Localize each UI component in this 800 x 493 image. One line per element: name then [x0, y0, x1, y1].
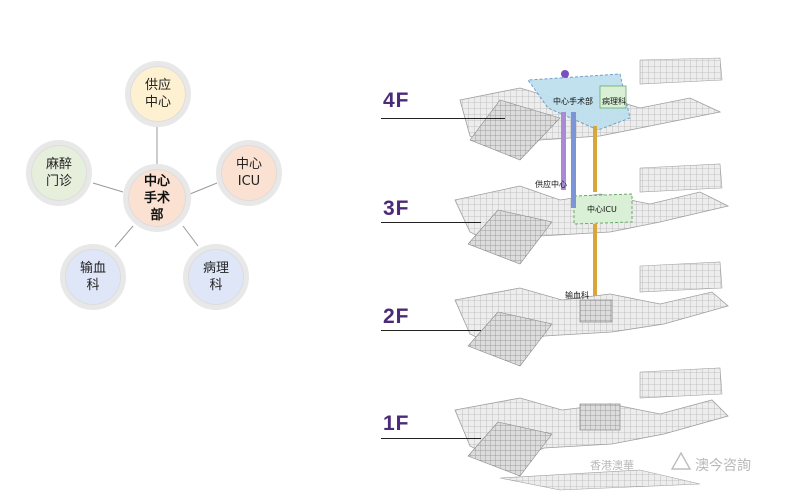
map-label-central-surgery: 中心手术部	[553, 97, 593, 106]
connector-purple-shaft	[561, 112, 566, 190]
floor-label-2f: 2F	[383, 305, 410, 328]
node-central-icu-label: 中心 ICU	[235, 157, 262, 189]
floor-plan-1f	[454, 367, 729, 491]
floor-label-1f: 1F	[383, 412, 410, 435]
node-anesthesia-clinic: 麻醉 门诊	[26, 140, 92, 206]
connector-icu	[189, 182, 218, 195]
connector-anesthesia	[92, 182, 124, 193]
connector-gold-shaft-upper	[593, 126, 597, 192]
node-blood-transfusion-label: 输血 科	[79, 261, 106, 293]
node-pathology: 病理 科	[183, 244, 249, 310]
connector-pathology	[182, 225, 199, 247]
floor-plan-4f	[459, 57, 723, 161]
floor-plan-2f	[454, 261, 729, 367]
node-supply-center: 供应 中心	[125, 61, 191, 127]
map-label-supply-center: 供应中心	[535, 180, 567, 189]
node-pathology-label: 病理 科	[202, 261, 229, 293]
floor-label-4f: 4F	[383, 89, 410, 112]
floor-line-3f	[381, 222, 481, 223]
floor-line-4f	[381, 118, 505, 119]
node-central-icu: 中心 ICU	[216, 140, 282, 206]
logo-left: 香港澳華	[590, 459, 634, 472]
map-label-blood-transfusion: 输血科	[565, 291, 589, 300]
floor-label-3f: 3F	[383, 197, 410, 220]
node-central-surgery-label: 中心 手术 部	[143, 173, 170, 223]
logo-right: 澳今咨詢	[695, 458, 751, 474]
floor-line-2f	[381, 330, 481, 331]
node-supply-center-label: 供应 中心	[144, 78, 171, 110]
floor-plan-3f	[454, 163, 730, 265]
connector-blood	[114, 225, 134, 248]
node-central-surgery: 中心 手术 部	[123, 164, 191, 232]
connector-gold-shaft-lower	[593, 224, 597, 296]
logo-right-icon	[671, 452, 691, 470]
node-anesthesia-clinic-label: 麻醉 门诊	[45, 157, 72, 189]
node-blood-transfusion: 输血 科	[60, 244, 126, 310]
connector-blue-shaft	[571, 112, 576, 208]
map-label-pathology: 病理科	[602, 97, 626, 106]
floor-line-1f	[381, 438, 481, 439]
map-label-central-icu: 中心ICU	[587, 205, 617, 214]
